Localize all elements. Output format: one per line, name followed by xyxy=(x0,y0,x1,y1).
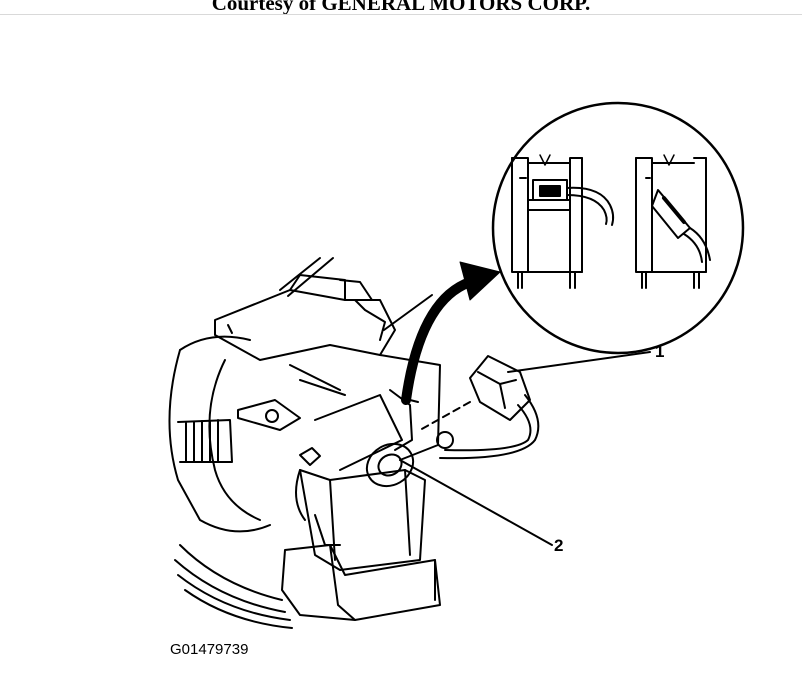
steering-column-assembly xyxy=(168,257,454,629)
leader-line-2 xyxy=(399,459,553,546)
callout-2: 2 xyxy=(554,536,564,555)
figure-id: G01479739 xyxy=(170,641,249,658)
courtesy-credit: Courtesy of GENERAL MOTORS CORP. xyxy=(211,0,591,15)
pointer-arrow xyxy=(401,261,501,405)
inset-right-view xyxy=(635,154,711,289)
leader-line-1 xyxy=(507,351,651,373)
inset-left-view xyxy=(511,154,615,289)
detail-inset xyxy=(491,101,745,355)
header-divider xyxy=(0,14,802,15)
connector-part xyxy=(419,355,540,460)
callout-1: 1 xyxy=(655,342,665,361)
